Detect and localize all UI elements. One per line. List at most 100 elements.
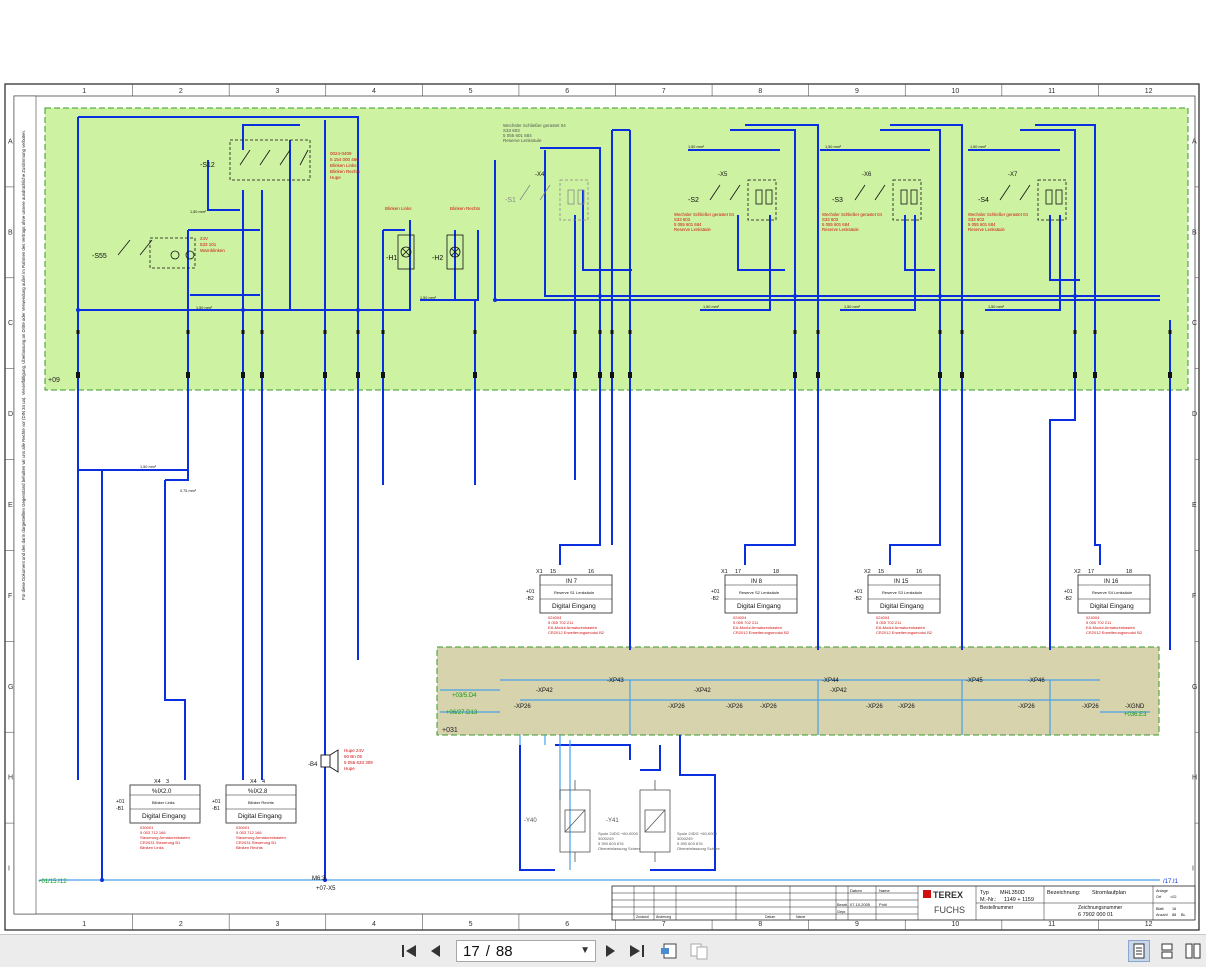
io-part-line: 5 055 702 211	[733, 620, 759, 625]
io-signal-label: Reserve S4 Lenksäule	[1092, 590, 1133, 595]
bottom-left-ref: +01/15.I12	[38, 879, 67, 885]
svg-text:6 7902 000 01: 6 7902 000 01	[1078, 912, 1113, 918]
column-label-bottom: 9	[855, 921, 859, 928]
svg-text:88: 88	[1172, 913, 1176, 917]
terminal-block	[938, 330, 942, 334]
column-label-bottom: 2	[179, 921, 183, 928]
last-page-button[interactable]	[626, 941, 648, 961]
row-label-right: G	[1192, 684, 1197, 691]
svg-text:Ort: Ort	[1156, 895, 1162, 899]
svg-text:Bezeichnung:: Bezeichnung:	[1047, 890, 1081, 896]
io-type-label: Digital Eingang	[737, 603, 781, 610]
io-tag: +01	[1064, 589, 1073, 595]
page-number-selector[interactable]: 17 / 88 ▼	[456, 940, 596, 962]
terminal-block	[573, 372, 577, 378]
continuous-page-icon	[1161, 943, 1173, 959]
svg-text:1,50 mm²: 1,50 mm²	[988, 305, 1005, 309]
upper-region-label: +09	[48, 377, 60, 384]
info-line: 533 101	[200, 242, 217, 247]
x5-label: +07-X5	[316, 886, 336, 892]
row-label-right: A	[1192, 138, 1197, 145]
xp42-label: -XP42	[536, 688, 553, 694]
io-tag: +01	[526, 589, 535, 595]
terminal-markers	[76, 330, 1172, 378]
column-label-bottom: 10	[952, 921, 960, 928]
io-term: 18	[773, 569, 779, 575]
io-part-line: 024004	[876, 615, 890, 620]
terminal-block	[260, 330, 264, 334]
svg-text:1,50 mm²: 1,50 mm²	[825, 145, 842, 149]
svg-text:Bestellnummer: Bestellnummer	[980, 905, 1014, 911]
terminal-block	[381, 330, 385, 334]
rotate-page-button[interactable]	[658, 941, 680, 961]
single-page-view-button[interactable]	[1128, 940, 1150, 962]
svg-text:Datum: Datum	[850, 888, 862, 893]
next-page-button[interactable]	[600, 941, 622, 961]
svg-text:Datum: Datum	[765, 915, 775, 919]
terminal-block	[960, 372, 964, 378]
terminal-block	[1093, 372, 1097, 378]
row-label-right: D	[1192, 411, 1197, 418]
info-line: Obeneinlassung Schere	[598, 846, 641, 851]
io-term: 16	[588, 569, 594, 575]
first-page-button[interactable]	[398, 941, 420, 961]
io-type-label: Digital Eingang	[880, 603, 924, 610]
s4-switch-symbol	[999, 179, 1067, 221]
facing-view-button[interactable]	[1182, 940, 1204, 962]
s55-switch-symbol	[117, 237, 196, 269]
xp46-label: -XP46	[1028, 678, 1045, 684]
info-line: 5 390 603 676	[598, 841, 624, 846]
s12-tag: -S12	[200, 162, 215, 169]
column-label-top: 1	[82, 88, 86, 95]
column-label-bottom: 8	[758, 921, 762, 928]
io-signal-label: Reserve S3 Lenksäule	[882, 590, 923, 595]
copy-page-button[interactable]	[688, 941, 710, 961]
reserve-note-line: S33 603	[822, 217, 839, 222]
terminal-block	[241, 330, 245, 334]
io-input-label: IN 16	[1104, 579, 1119, 585]
column-label-top: 5	[469, 88, 473, 95]
signal-wiring	[40, 679, 1160, 881]
terminal-block	[598, 330, 602, 334]
reserve-note-line: S33 603	[968, 217, 985, 222]
svg-text:Zeichnungsnummer: Zeichnungsnummer	[1078, 905, 1123, 911]
s1-tag: -S1	[505, 197, 516, 204]
row-label-right: E	[1192, 502, 1197, 509]
terminal-block	[816, 372, 820, 378]
info-line: Spule 24DG +60-0000	[677, 831, 718, 836]
continuous-view-button[interactable]	[1156, 940, 1178, 962]
ci-type: Digital Eingang	[142, 813, 186, 820]
svg-text:Anlage: Anlage	[1156, 889, 1168, 893]
terminal-block	[816, 330, 820, 334]
info-line: Spule 24DG +60-0000	[598, 831, 639, 836]
previous-page-button[interactable]	[424, 941, 446, 961]
io-tag: -B2	[526, 596, 534, 602]
terminal-block	[186, 372, 190, 378]
terminal-block	[960, 330, 964, 334]
svg-text:Zustand: Zustand	[636, 915, 649, 919]
svg-text:1,50 mm²: 1,50 mm²	[970, 145, 987, 149]
io-signal-label: Reserve S2 Lenksäule	[739, 590, 780, 595]
xp26-label: -XP26	[514, 704, 531, 710]
total-pages: 88	[495, 942, 513, 960]
column-label-top: 2	[179, 88, 183, 95]
column-label-top: 6	[565, 88, 569, 95]
page-separator: /	[485, 942, 490, 960]
terminal-block	[610, 372, 614, 378]
ci-tag: -B1	[116, 806, 124, 812]
s12-switch-symbol	[229, 139, 311, 181]
ci-term: 3	[166, 779, 169, 785]
ci-label: Blinker Links	[152, 800, 175, 805]
svg-text:Gepr.: Gepr.	[837, 910, 846, 914]
io-part-line: 5 055 702 211	[548, 620, 574, 625]
current-page: 17	[463, 942, 480, 960]
row-label-left: C	[8, 320, 13, 327]
